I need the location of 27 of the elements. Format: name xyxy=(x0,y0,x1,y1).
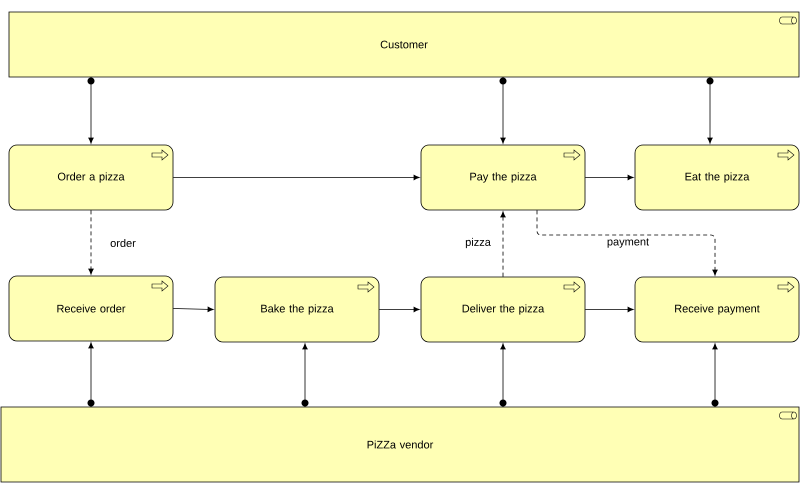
arrow xyxy=(88,77,94,144)
arrow xyxy=(379,306,420,312)
process-box: Receive payment xyxy=(634,276,800,342)
arrow xyxy=(706,77,714,144)
process-box: Receive order xyxy=(8,276,174,342)
process-box: Deliver the pizza xyxy=(420,276,586,342)
edge-label: pizza xyxy=(464,236,492,250)
edge-label: payment xyxy=(606,237,650,249)
role-box: Customer xyxy=(8,12,800,78)
arrow xyxy=(536,210,718,276)
arrow xyxy=(88,210,94,275)
process-box: Bake the pizza xyxy=(214,276,380,342)
arrow xyxy=(585,174,634,180)
arrow xyxy=(173,174,420,180)
arrow xyxy=(500,77,506,144)
arrow xyxy=(88,342,94,407)
arrow xyxy=(302,343,308,407)
process-box: Eat the pizza xyxy=(634,144,800,210)
arrow xyxy=(712,343,718,407)
edge-label: order xyxy=(109,238,137,248)
role-box: PiZZa vendor xyxy=(0,406,800,482)
process-box: Order a pizza xyxy=(8,144,174,210)
arrow xyxy=(585,306,634,312)
arrow xyxy=(173,306,214,312)
arrow xyxy=(500,343,506,407)
arrow xyxy=(500,211,506,277)
process-box: Pay the pizza xyxy=(420,144,586,210)
